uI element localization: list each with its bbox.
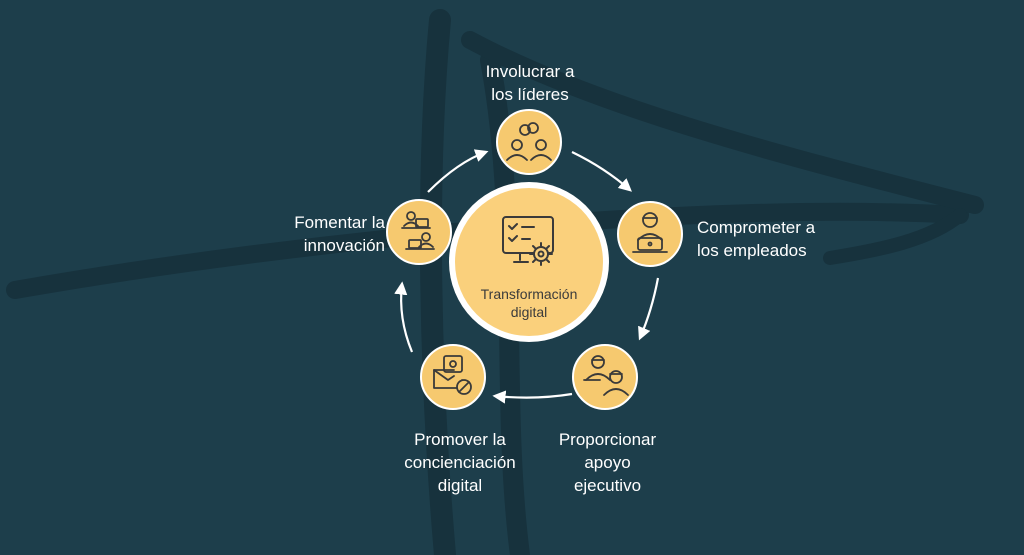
- label-lideres: Involucrar a los líderes: [485, 62, 575, 104]
- arrow-lideres-to-empleados: [571, 151, 632, 192]
- node-apoyo: [572, 344, 638, 410]
- node-concienciacion: [420, 344, 486, 410]
- arrow-concienciacion-to-innovacion: [394, 281, 414, 353]
- label-concienciacion: Promover la concienciación digital: [404, 430, 516, 495]
- node-empleados: [617, 201, 683, 267]
- arrow-empleados-to-apoyo: [638, 277, 660, 341]
- innovation-team-icon: [401, 211, 435, 250]
- label-innovacion: Fomentar la innovación: [294, 213, 385, 255]
- security-awareness-icon: [433, 355, 472, 395]
- node-innovacion: [386, 199, 452, 265]
- executive-support-icon: [583, 355, 629, 396]
- employee-laptop-icon: [632, 212, 668, 253]
- center-label: Transformación digital: [480, 286, 578, 320]
- monitor-checklist-gear-icon: [502, 216, 554, 266]
- label-empleados: Comprometer a los empleados: [697, 218, 816, 260]
- arrow-apoyo-to-concienciacion: [492, 390, 573, 404]
- arrow-innovacion-to-lideres: [427, 149, 489, 193]
- node-lideres: [496, 109, 562, 175]
- cycle-arrows: [394, 149, 660, 404]
- label-apoyo: Proporcionar apoyo ejecutivo: [558, 430, 657, 495]
- center-hub: [449, 182, 609, 342]
- leaders-handshake-icon: [506, 122, 552, 161]
